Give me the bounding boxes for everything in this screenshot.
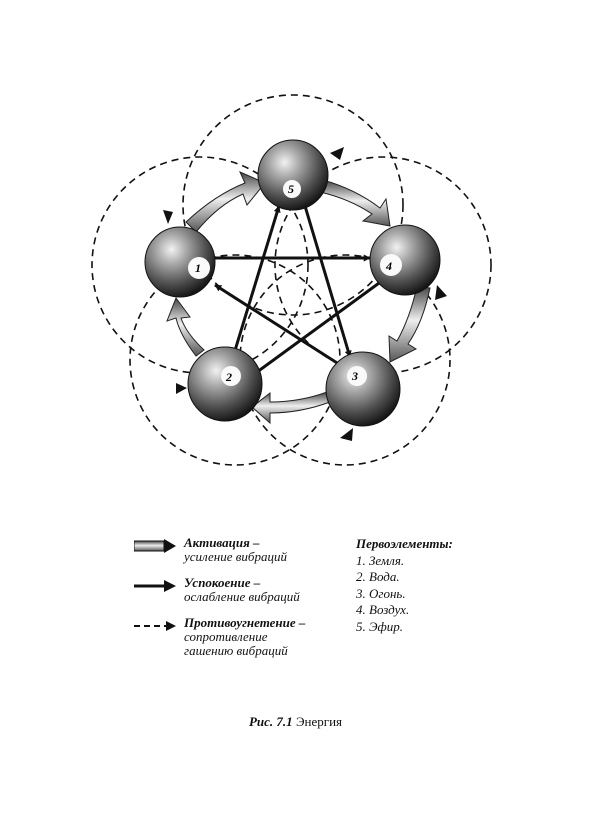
element-item: 5. Эфир. [356,618,403,634]
sphere-4-label-spot [380,254,402,276]
activation-arrow-icon [134,539,176,553]
dashed-circle-5 [182,94,404,316]
legend-counter-desc2: гашению вибраций [184,643,288,658]
sphere-4 [369,224,441,296]
element-item: 2. Вода. [356,569,400,584]
element-item: 3. Огонь. [356,585,406,601]
node-2-label: 2 [225,370,232,384]
legend-activation-title: Активация – [184,535,260,550]
legend-counter-desc1: сопротивление [184,629,268,644]
node-5-label: 5 [288,182,294,196]
calming-arrow-4-2 [252,276,387,377]
energy-diagram: 5 1 4 2 3 [91,94,492,466]
elements-heading: Первоэлементы: [356,536,453,551]
sphere-1 [144,226,216,298]
legend-calming: Успокоение – ослабление вибраций [134,576,354,616]
activation-arrow-2-1 [166,296,205,357]
dashed-arrowhead-to-3 [340,428,353,441]
node-1: 1 [144,226,216,298]
legend-calming-title: Успокоение – [184,575,261,590]
node-2: 2 [187,346,263,422]
element-item: 1. Земля. [356,552,405,568]
calming-arrow-3-1 [214,283,346,370]
node-4: 4 [369,224,441,296]
figure-title: Энергия [292,714,343,729]
dashed-arrowhead-to-4 [435,285,447,300]
node-3-label: 3 [351,369,358,383]
element-item: 4. Воздух. [356,602,410,617]
calming-arrow-2-5 [231,205,281,358]
dashed-arrowheads [163,147,447,441]
legend-counter-title: Противоугнетение – [184,615,306,630]
legend-counter: Противоугнетение – сопротивление гашению… [134,616,354,664]
elements-list: Первоэлементы: 1. Земля. 2. Вода. 3. Ого… [356,536,453,635]
calming-arrows [210,205,387,377]
node-1-label: 1 [195,261,201,275]
activation-arrow-3-2 [251,391,331,425]
activation-arrow-5-4 [319,179,391,227]
node-4-label: 4 [385,259,392,273]
sphere-3 [325,351,401,427]
figure-caption: Рис. 7.1 Энергия [0,714,591,730]
activation-arrow-4-3 [388,285,431,363]
calming-arrow-5-3 [303,205,352,358]
legend-activation: Активация – усиление вибраций [134,536,354,576]
dashed-arrowhead-to-2 [176,383,187,394]
figure-number: Рис. 7.1 [248,714,293,729]
activation-arrows [166,171,431,425]
solid-arrow-icon [134,580,176,592]
sphere-5-label-spot [283,180,301,198]
node-5: 5 [257,139,329,211]
legend-activation-desc: усиление вибраций [184,549,287,564]
sphere-1-label-spot [188,257,210,279]
node-3: 3 [325,351,401,427]
dashed-arrow-icon [134,621,176,631]
legend-calming-desc: ослабление вибраций [184,589,300,604]
legend: Активация – усиление вибраций Успокоение… [134,536,354,664]
sphere-3-label-spot [347,366,367,386]
dashed-arrowhead-to-1 [163,210,173,224]
sphere-5 [257,139,329,211]
dashed-arrowhead-to-5 [330,147,344,160]
activation-arrow-1-5 [185,171,266,233]
sphere-2-label-spot [221,366,241,386]
